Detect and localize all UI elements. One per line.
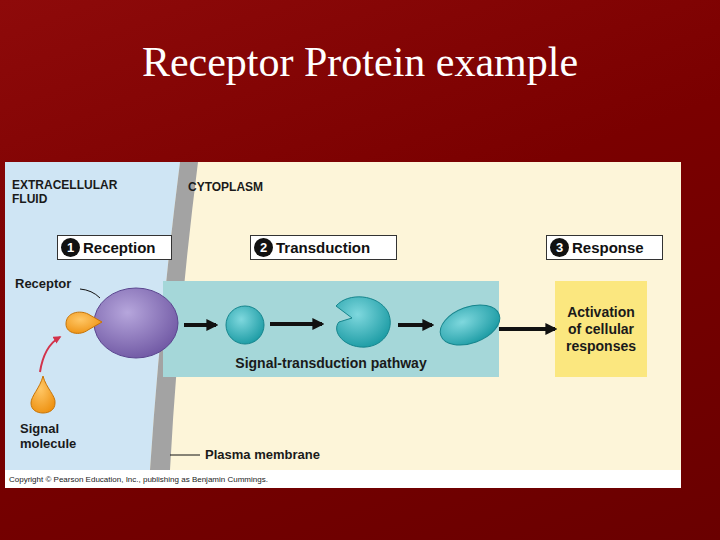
leader-line	[80, 289, 100, 298]
signal-molecule	[31, 376, 55, 413]
region-label: CYTOPLASM	[188, 180, 308, 194]
pathway-arrow	[184, 323, 216, 327]
step-title: Transduction	[276, 239, 370, 256]
step-number: 1	[61, 238, 80, 257]
copyright-strip	[5, 470, 681, 488]
part-label: Plasma membrane	[205, 447, 355, 462]
step-number: 3	[550, 238, 569, 257]
pathway-arrow	[398, 323, 432, 327]
copyright-note: Copyright © Pearson Education, Inc., pub…	[9, 475, 509, 485]
response-box: Activation of cellular responses	[555, 281, 647, 377]
part-label: Receptor	[15, 276, 95, 291]
leader-line	[170, 455, 200, 456]
region-label: EXTRACELLULAR FLUID	[12, 178, 112, 206]
step-title: Reception	[83, 239, 156, 256]
step-title: Response	[572, 239, 644, 256]
connector-group	[499, 329, 555, 330]
relay-molecule	[336, 297, 390, 347]
pathway-label: Signal-transduction pathway	[235, 355, 426, 371]
step-number: 2	[254, 238, 273, 257]
step-box: 3Response	[546, 235, 663, 260]
cytoplasm-region	[5, 162, 681, 488]
response-text: Activation of cellular responses	[559, 304, 643, 355]
pathway-band: Signal-transduction pathway	[163, 281, 499, 377]
step-box: 1Reception	[57, 235, 172, 260]
step-box: 2Transduction	[250, 235, 397, 260]
receptor-protein	[94, 288, 178, 358]
part-label: Signal molecule	[20, 421, 100, 451]
binding-arrow	[40, 337, 60, 372]
pathway-arrow	[270, 322, 322, 326]
relay-molecule	[226, 306, 264, 344]
bound-signal-molecule	[66, 312, 102, 333]
connector-arrow	[499, 327, 555, 331]
extracellular-region	[5, 162, 180, 470]
slide-title: Receptor Protein example	[0, 38, 720, 86]
relay-molecule	[435, 297, 506, 352]
